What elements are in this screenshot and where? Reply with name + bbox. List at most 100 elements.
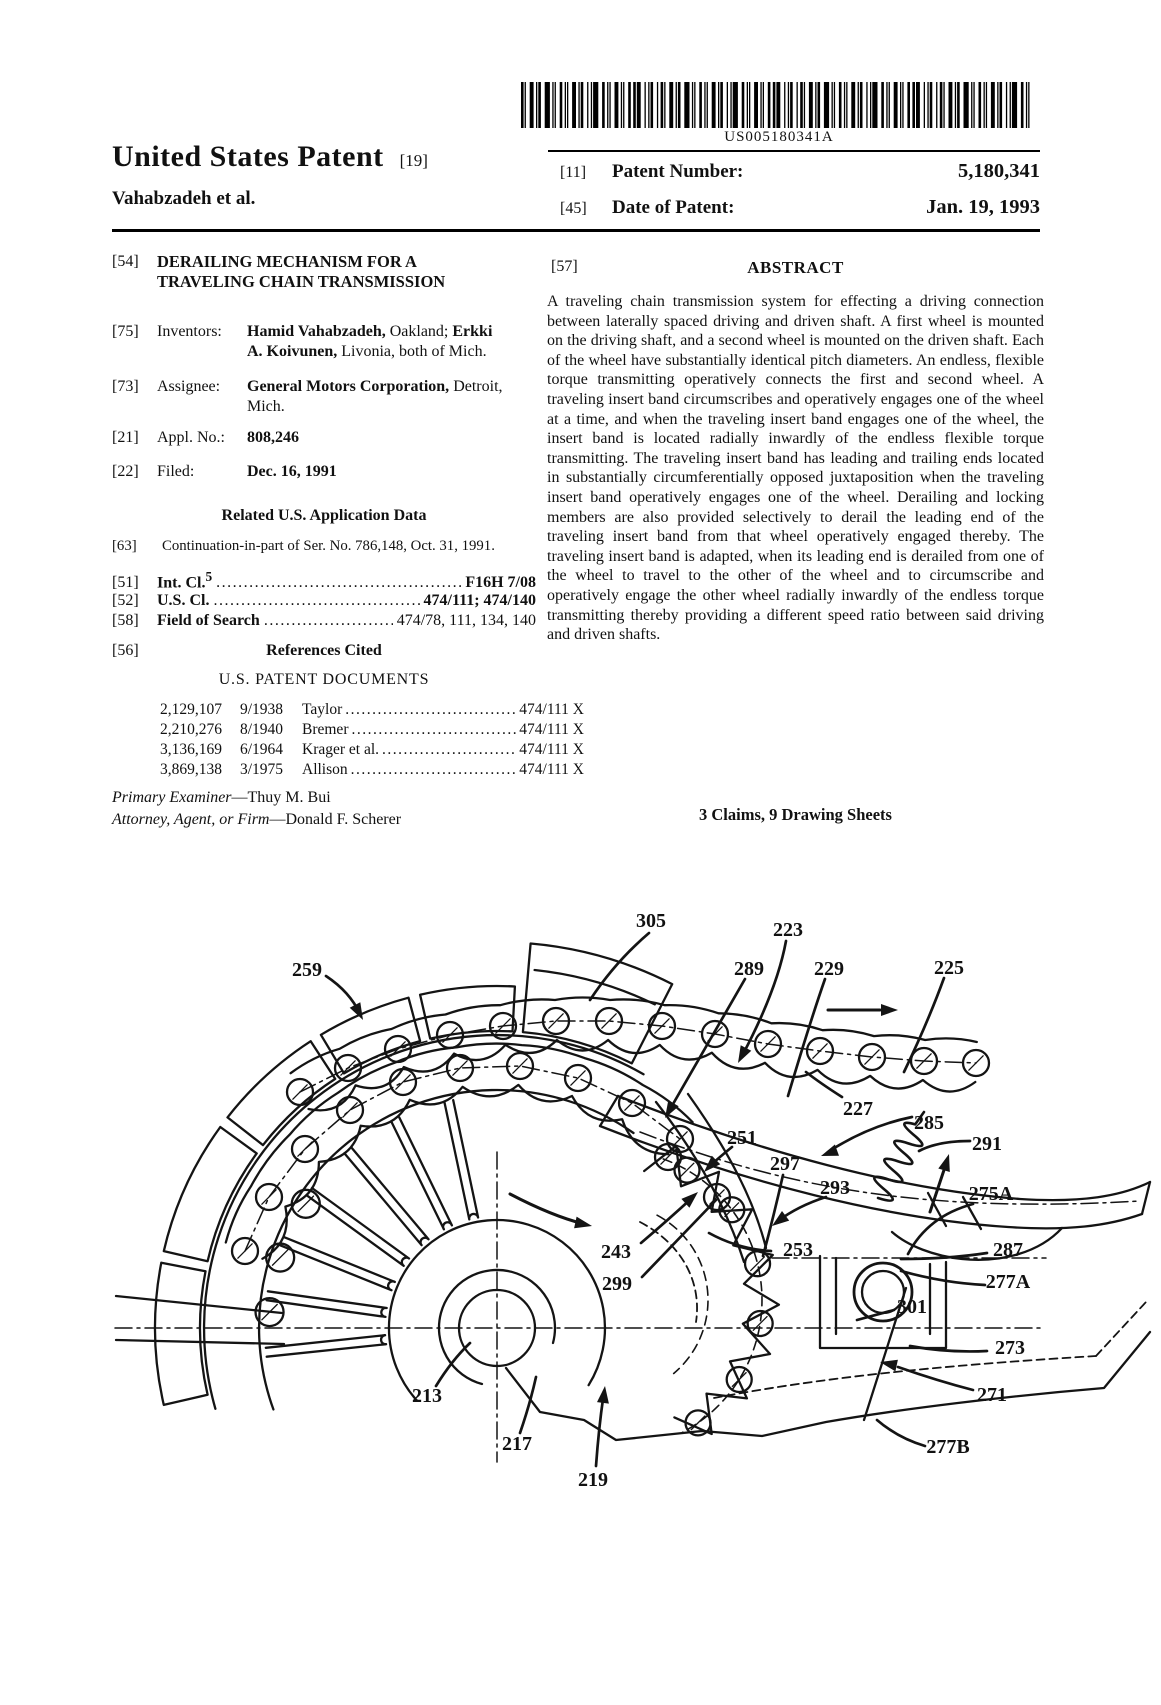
abstract-text: A traveling chain transmission system fo… <box>547 293 1044 644</box>
primary-examiner-name: —Thuy M. Bui <box>231 789 331 806</box>
cite-ref: 474/111 X <box>519 741 584 758</box>
inventors-value: Hamid Vahabzadeh, Oakland; Erkki A. Koiv… <box>247 322 505 362</box>
attorney-name: —Donald F. Scherer <box>269 811 402 828</box>
cite-number: 3,136,169 <box>160 741 222 758</box>
section-58-field-of-search: [58] Field of Search 474/78, 111, 134, 1… <box>112 611 536 631</box>
cite-name: Allison <box>302 761 348 778</box>
figure-ref-289: 289 <box>734 958 764 980</box>
figure-ref-277A: 277A <box>986 1271 1031 1293</box>
field-tag-58: [58] <box>112 612 139 629</box>
cite-date: 6/1964 <box>240 741 284 758</box>
figure-ref-217: 217 <box>502 1433 532 1455</box>
divider-header <box>112 229 1040 232</box>
int-cl-label: Int. Cl.5 <box>157 567 212 593</box>
cite-number: 3,869,138 <box>160 761 222 778</box>
int-cl-value: F16H 7/08 <box>465 574 536 592</box>
cite-date: 3/1975 <box>240 761 284 778</box>
citation-row: 2,210,276 8/1940 Bremer 474/111 X <box>112 720 584 740</box>
dot-leader <box>264 611 393 631</box>
figure-ref-291: 291 <box>972 1133 1002 1155</box>
page-title-text: United States Patent <box>112 140 384 173</box>
cite-number: 2,129,107 <box>160 701 222 718</box>
field-tag-11: [11] <box>560 164 587 181</box>
patent-authors: Vahabzadeh et al. <box>112 188 256 209</box>
field-tag-22: [22] <box>112 463 139 480</box>
figure-ref-277B: 277B <box>926 1436 969 1458</box>
claims-line: 3 Claims, 9 Drawing Sheets <box>699 805 892 824</box>
figure-ref-293: 293 <box>820 1177 850 1199</box>
patent-number-value: 5,180,341 <box>958 160 1040 182</box>
primary-examiner-line: Primary Examiner—Thuy M. Bui <box>112 788 536 808</box>
us-cl-value: 474/111; 474/140 <box>423 592 536 609</box>
invention-title: DERAILING MECHANISM FOR A TRAVELING CHAI… <box>157 252 446 291</box>
inventor-1: Hamid Vahabzadeh, <box>247 323 386 340</box>
cite-date: 8/1940 <box>240 721 284 738</box>
date-of-patent-value: Jan. 19, 1993 <box>926 196 1040 218</box>
patent-number-label: Patent Number: <box>612 161 744 182</box>
field-tag-45: [45] <box>560 200 587 217</box>
cite-number: 2,210,276 <box>160 721 222 738</box>
figure-ref-227: 227 <box>843 1098 873 1120</box>
figure-ref-223: 223 <box>773 919 803 941</box>
assignee-label: Assignee: <box>157 378 221 395</box>
int-cl-label-text: Int. Cl. <box>157 574 206 592</box>
citation-row: 3,869,138 3/1975 Allison 474/111 X <box>112 760 584 780</box>
figure-ref-251: 251 <box>727 1127 757 1149</box>
field-tag-54: [54] <box>112 253 139 270</box>
figure-ref-213: 213 <box>412 1385 442 1407</box>
citation-row: 3,136,169 6/1964 Krager et al. 474/111 X <box>112 740 584 760</box>
section-52-us-cl: [52] U.S. Cl. 474/111; 474/140 <box>112 591 536 611</box>
figure-ref-305: 305 <box>636 910 666 932</box>
cite-ref: 474/111 X <box>519 721 584 738</box>
inventor-1-location: Oakland; <box>385 323 453 340</box>
field-tag-52: [52] <box>112 592 139 609</box>
figure-ref-219: 219 <box>578 1469 608 1491</box>
inventor-2-location: Livonia, both of Mich. <box>337 343 487 360</box>
filed-value: Dec. 16, 1991 <box>247 463 337 480</box>
assignee-name: General Motors Corporation, <box>247 378 450 395</box>
figure-ref-273: 273 <box>995 1337 1025 1359</box>
figure-ref-243: 243 <box>601 1241 631 1263</box>
assignee-location: Detroit, Mich. <box>247 378 503 415</box>
dot-leader <box>382 740 516 760</box>
uspd-heading: U.S. PATENT DOCUMENTS <box>218 671 430 688</box>
cite-name: Krager et al. <box>302 741 380 758</box>
cite-name: Bremer <box>302 721 349 738</box>
divider-right-thin <box>548 150 1040 152</box>
inventors-label: Inventors: <box>157 323 222 340</box>
date-of-patent-label: Date of Patent: <box>612 197 735 218</box>
dot-leader <box>213 591 419 611</box>
references-cited-heading: References Cited <box>266 642 382 659</box>
figure-ref-271: 271 <box>977 1384 1007 1406</box>
field-tag-73: [73] <box>112 378 139 395</box>
abstract-heading: ABSTRACT <box>747 258 844 277</box>
figure-ref-297: 297 <box>770 1153 800 1175</box>
dot-leader <box>351 720 516 740</box>
figure-ref-299: 299 <box>602 1273 632 1295</box>
attorney-label: Attorney, Agent, or Firm <box>112 811 270 828</box>
int-cl-sup: 5 <box>205 569 213 584</box>
dot-leader <box>351 760 517 780</box>
section-56-references: [56] References Cited <box>112 641 536 661</box>
cite-name: Taylor <box>302 701 343 718</box>
field-of-search-value: 474/78, 111, 134, 140 <box>396 612 536 629</box>
cite-ref: 474/111 X <box>519 761 584 778</box>
figure-ref-301: 301 <box>897 1296 927 1318</box>
cite-date: 9/1938 <box>240 701 284 718</box>
field-tag-56: [56] <box>112 642 139 659</box>
citation-row: 2,129,107 9/1938 Taylor 474/111 X <box>112 700 584 720</box>
cite-ref: 474/111 X <box>519 701 584 718</box>
dot-leader <box>345 700 516 720</box>
figure-ref-287: 287 <box>993 1239 1023 1261</box>
field-tag-63: [63] <box>112 538 137 554</box>
us-cl-label: U.S. Cl. <box>157 592 210 609</box>
field-of-search-label: Field of Search <box>157 612 260 629</box>
date-of-patent-row: [45] Date of Patent: Jan. 19, 1993 <box>560 196 1040 219</box>
kind-code-19: [19] <box>399 151 428 170</box>
field-tag-51: [51] <box>112 574 139 592</box>
figure-ref-275A: 275A <box>969 1183 1014 1205</box>
inventor-2: Erkki A. Koivunen, <box>247 323 493 360</box>
figure-ref-259: 259 <box>292 959 322 981</box>
